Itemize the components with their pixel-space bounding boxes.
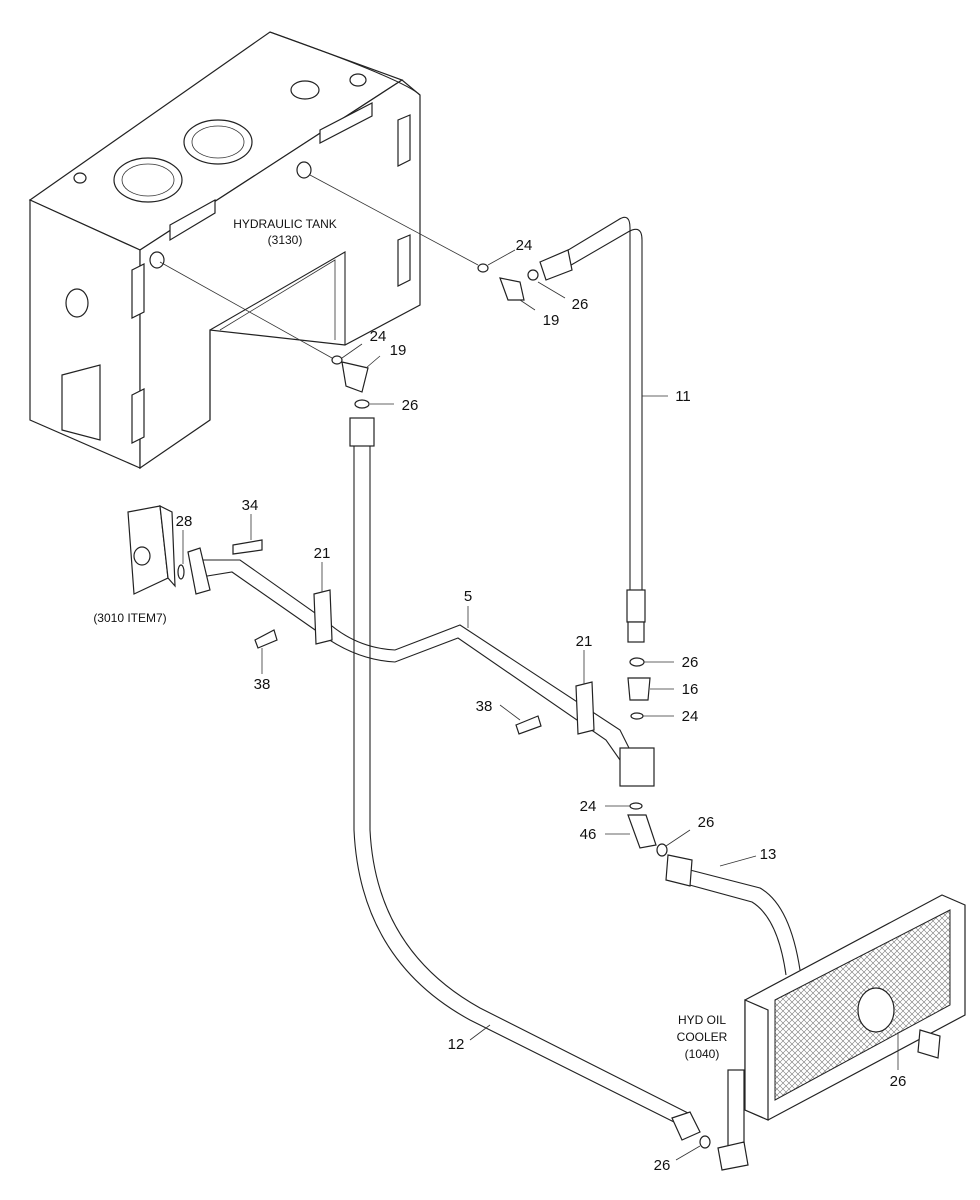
callout-24-tee: 24: [580, 798, 597, 815]
block-ref-label: (3010 ITEM7): [93, 611, 166, 625]
bolt-34: [232, 539, 263, 555]
bolt-38-left: [254, 629, 278, 649]
callout-26-upper: 26: [572, 296, 589, 313]
callout-12: 12: [448, 1036, 465, 1053]
callout-26-bottom: 26: [654, 1157, 671, 1174]
clamp-21-right: [575, 681, 595, 735]
callout-24-upper: 24: [516, 237, 533, 254]
callout-26-tee: 26: [698, 814, 715, 831]
pipe-5-flange: [187, 547, 211, 595]
tee-block: [619, 747, 655, 787]
tank-name-label: HYDRAULIC TANK: [233, 217, 337, 231]
hose-11-fitting: [539, 249, 573, 281]
callout-24-lower: 24: [370, 328, 387, 345]
clamp-21-left: [313, 589, 333, 645]
callout-34: 34: [242, 497, 259, 514]
hose-12: [349, 417, 689, 1126]
cooler-name-line1: HYD OIL: [678, 1013, 726, 1027]
hose-11: [559, 216, 646, 643]
callout-21-right: 21: [576, 633, 593, 650]
tank-side-port: [65, 288, 89, 318]
callout-26-mid: 26: [682, 654, 699, 671]
tank-return-port: [296, 161, 312, 179]
elbow-19-lower: [341, 361, 369, 393]
bolt-38-right: [515, 715, 542, 735]
callout-16: 16: [682, 681, 699, 698]
callout-38-left: 38: [254, 676, 271, 693]
cooler-name-line2: COOLER: [677, 1030, 728, 1044]
callout-21-left: 21: [314, 545, 331, 562]
callout-38-right: 38: [476, 698, 493, 715]
callout-numbers: 24 26 19 24 19 26 11 34 28 21 5 21 26 16…: [176, 237, 907, 1174]
callout-5: 5: [464, 588, 472, 605]
hydraulic-tank: [28, 31, 421, 470]
callout-13: 13: [760, 846, 777, 863]
tank-top-ports: [73, 73, 367, 203]
tank-cover-plate: [61, 364, 101, 441]
hose-13: [665, 854, 801, 976]
valve-block: [127, 504, 176, 595]
leader-lines: [159, 174, 899, 1161]
hyd-oil-cooler: [717, 894, 966, 1171]
callout-46: 46: [580, 826, 597, 843]
pipe-5: [187, 547, 631, 761]
callout-26-lower: 26: [402, 397, 419, 414]
tank-outlet-port: [149, 251, 165, 269]
elbow-19-upper: [499, 277, 525, 301]
hose-12-fitting: [671, 1111, 701, 1141]
adapter-16: [627, 677, 651, 701]
tank-code-label: (3130): [268, 233, 303, 247]
callout-19-lower: 19: [390, 342, 407, 359]
elbow-46: [627, 814, 657, 849]
callout-28: 28: [176, 513, 193, 530]
cooler-code-label: (1040): [685, 1047, 720, 1061]
callout-26-cooler: 26: [890, 1073, 907, 1090]
callout-11: 11: [675, 388, 691, 405]
callout-19-upper: 19: [543, 312, 560, 329]
callout-24-mid: 24: [682, 708, 699, 725]
